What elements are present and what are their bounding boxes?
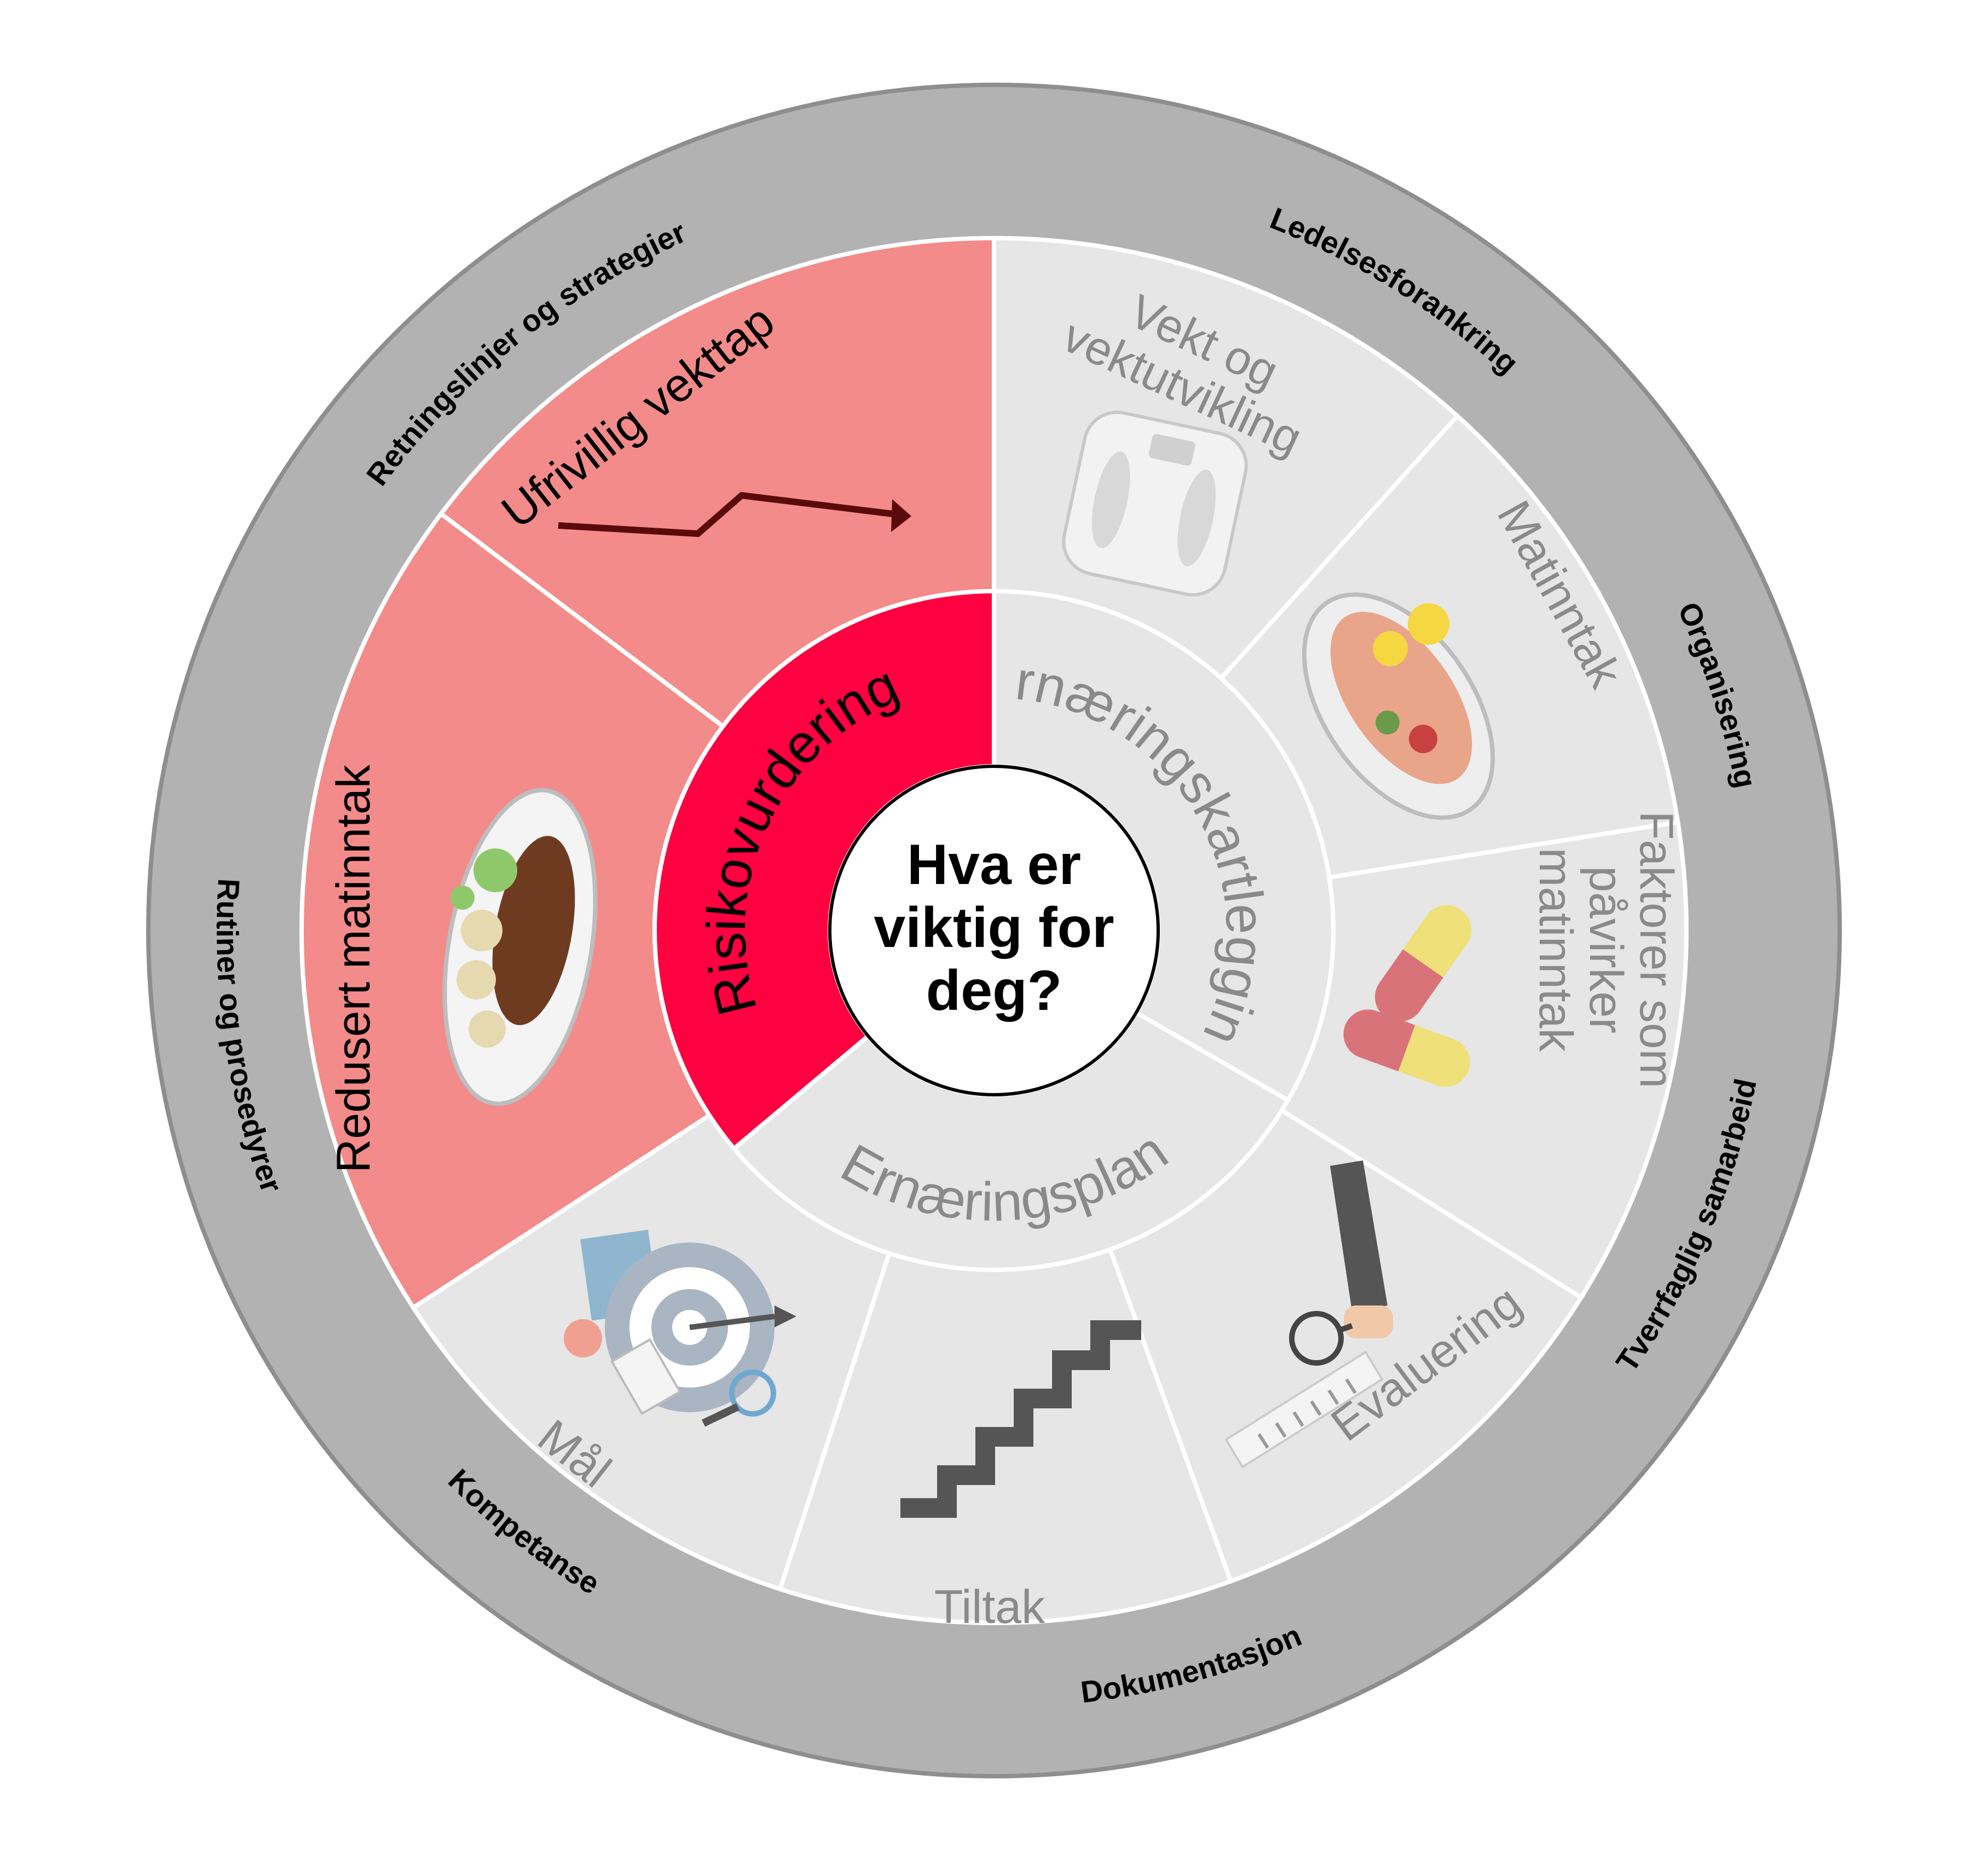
middle-segment-label: påvirker xyxy=(1580,866,1632,1033)
middle-segment-label: Faktorer som xyxy=(1630,811,1683,1089)
bathroom-scale-icon xyxy=(1062,411,1248,597)
center-circle-shape xyxy=(828,765,1160,1096)
middle-segment-label: Tiltak xyxy=(934,1581,1045,1633)
center-question-line: Hva er xyxy=(907,833,1081,897)
salmon-plate-icon xyxy=(1302,592,1495,820)
middle-segment-label: Redusert matinntak xyxy=(327,764,380,1173)
dinner-plate-icon xyxy=(442,788,598,1106)
pills-icon xyxy=(1343,905,1472,1087)
magnifier-report-icon xyxy=(1224,1160,1393,1469)
stairs-icon xyxy=(900,1320,1141,1518)
segment-icons xyxy=(442,411,1495,1518)
target-icon xyxy=(564,1229,796,1427)
middle-segment-label: matinntak xyxy=(1529,848,1582,1053)
trend-arrow-icon xyxy=(558,492,911,538)
center-question-line: deg? xyxy=(926,959,1062,1022)
center-question-line: viktig for xyxy=(874,896,1114,960)
